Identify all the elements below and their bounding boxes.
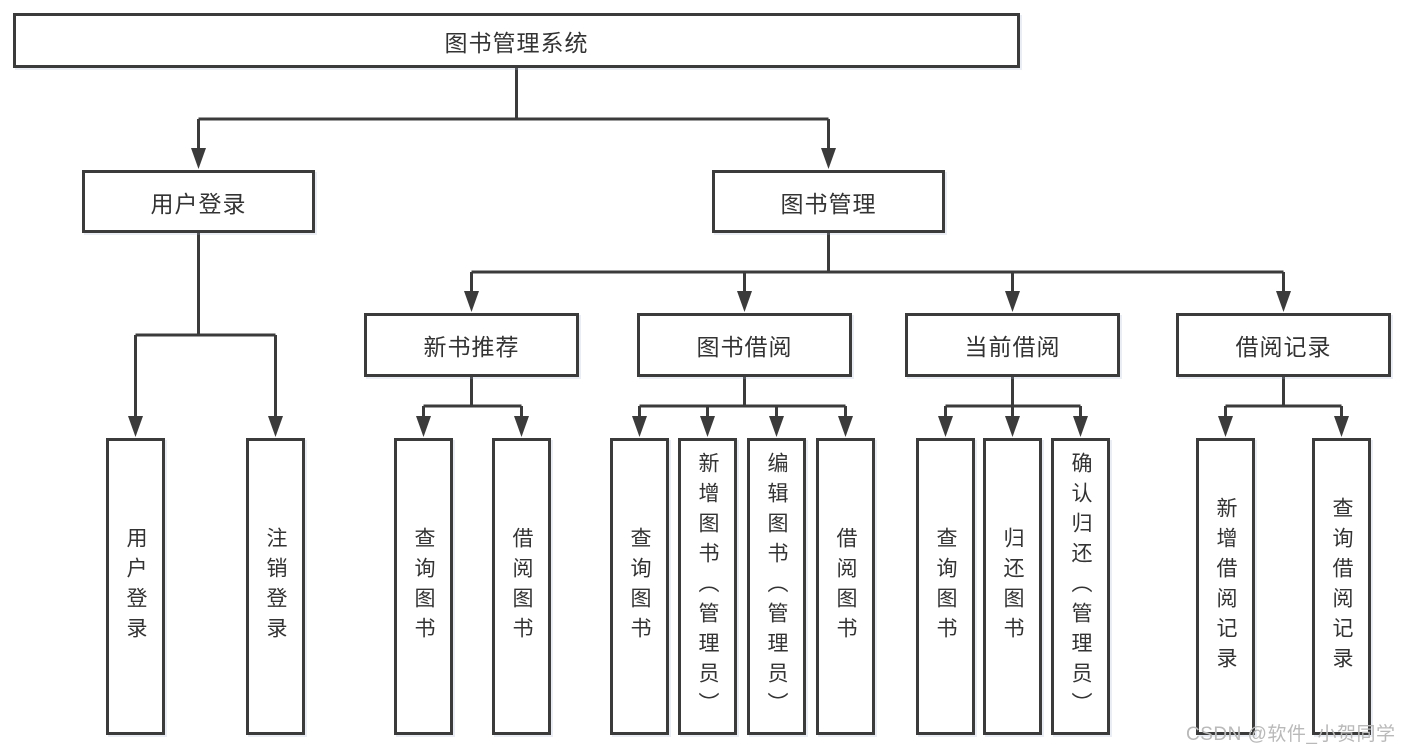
leaf-confirm-return-admin: 确认归还（管理员） — [1051, 438, 1110, 735]
leaf-query-books-1: 查询图书 — [394, 438, 453, 735]
leaf-confirm-return-admin-label: 确认归还（管理员） — [1069, 451, 1092, 722]
leaf-query-books-2: 查询图书 — [610, 438, 669, 735]
leaf-borrow-books-1: 借阅图书 — [492, 438, 551, 735]
connector-userlogin-to-leaves — [134, 233, 277, 421]
node-root-label: 图书管理系统 — [444, 29, 589, 56]
node-book-management: 图书管理 — [712, 170, 945, 233]
leaf-add-borrow-record-label: 新增借阅记录 — [1214, 496, 1237, 677]
connector-records-to-leaves — [1224, 377, 1343, 421]
node-user-login-label: 用户登录 — [150, 190, 247, 217]
leaf-query-books-1-label: 查询图书 — [412, 526, 435, 647]
node-current-borrow-label: 当前借阅 — [964, 334, 1061, 360]
leaf-query-borrow-record: 查询借阅记录 — [1312, 438, 1371, 735]
leaf-return-books: 归还图书 — [983, 438, 1042, 735]
node-borrow-records: 借阅记录 — [1176, 313, 1391, 377]
node-current-borrow: 当前借阅 — [905, 313, 1120, 377]
node-new-book-recommend: 新书推荐 — [364, 313, 579, 377]
connector-root-to-level2 — [197, 68, 830, 153]
leaf-query-books-3-label: 查询图书 — [934, 526, 957, 647]
leaf-query-books-3: 查询图书 — [916, 438, 975, 735]
node-new-book-recommend-label: 新书推荐 — [423, 334, 520, 360]
watermark: CSDN @软件_小贺同学 — [1186, 724, 1396, 745]
node-user-login: 用户登录 — [82, 170, 315, 233]
leaf-query-borrow-record-label: 查询借阅记录 — [1330, 496, 1353, 677]
leaf-add-borrow-record: 新增借阅记录 — [1196, 438, 1255, 735]
leaf-borrow-books-1-label: 借阅图书 — [510, 526, 533, 647]
node-book-management-label: 图书管理 — [780, 190, 877, 217]
leaf-logout-label: 注销登录 — [264, 526, 287, 647]
connector-currentborrow-to-leaves — [944, 377, 1082, 421]
node-root: 图书管理系统 — [13, 13, 1020, 68]
leaf-borrow-books-2: 借阅图书 — [816, 438, 875, 735]
node-book-borrow: 图书借阅 — [637, 313, 852, 377]
leaf-borrow-books-2-label: 借阅图书 — [834, 526, 857, 647]
leaf-logout: 注销登录 — [246, 438, 305, 735]
connector-bookmgmt-to-level3 — [470, 233, 1285, 296]
leaf-add-books-admin: 新增图书（管理员） — [678, 438, 737, 735]
node-borrow-records-label: 借阅记录 — [1235, 334, 1332, 360]
leaf-edit-books-admin-label: 编辑图书（管理员） — [765, 451, 788, 722]
connector-newbook-to-leaves — [422, 377, 523, 421]
leaf-user-login: 用户登录 — [106, 438, 165, 735]
leaf-query-books-2-label: 查询图书 — [628, 526, 651, 647]
node-book-borrow-label: 图书借阅 — [696, 334, 793, 360]
leaf-return-books-label: 归还图书 — [1001, 526, 1024, 647]
leaf-user-login-label: 用户登录 — [124, 526, 147, 647]
leaf-edit-books-admin: 编辑图书（管理员） — [747, 438, 806, 735]
leaf-add-books-admin-label: 新增图书（管理员） — [696, 451, 719, 722]
connector-bookborrow-to-leaves — [638, 377, 847, 421]
